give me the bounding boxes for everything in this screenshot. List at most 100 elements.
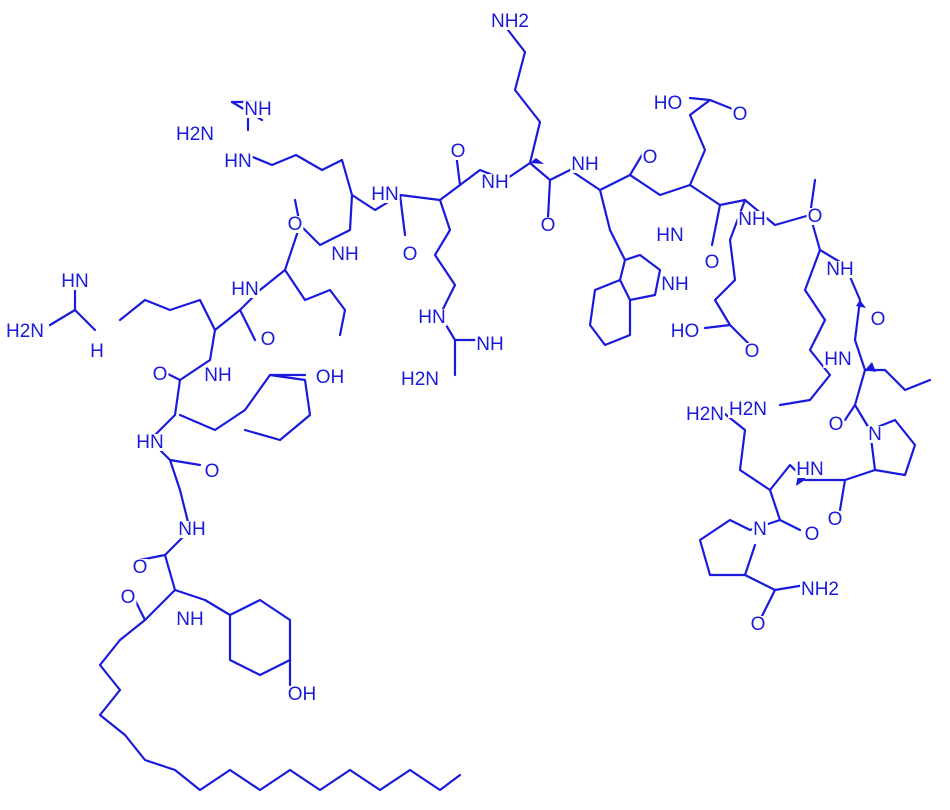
atom-nh-gly2: NH: [177, 519, 207, 540]
atom-ho-glu1: HO: [652, 93, 684, 114]
bond-ile-sidechain: [853, 338, 932, 392]
atom-o1: O: [401, 244, 419, 265]
atom-label-hn-ile: HN: [824, 349, 851, 370]
atom-mask-o7: [731, 106, 749, 124]
atom-labels: NH2HONHH2NHNHNNHNHHNNHHNNHNHNHHNNHH2NHOH…: [4, 11, 887, 705]
atom-n-pro2: N: [752, 519, 768, 540]
atom-label-o7: O: [733, 104, 748, 125]
atom-label-oh-tyr1: OH: [316, 367, 345, 388]
bond-co-3: [546, 178, 552, 220]
atom-ho-glu2: HO: [669, 321, 701, 342]
atom-mask-hn-gly: [135, 434, 165, 452]
atom-mask-nh-lys2: [825, 261, 855, 279]
atom-mask-hn-leu: [230, 281, 260, 299]
atom-label-nh-tyr1: NH: [204, 365, 231, 386]
atom-mask-hn-guan2: [417, 309, 447, 327]
atom-label-o6: O: [808, 206, 823, 227]
atom-mask-o4: [641, 149, 659, 167]
atom-mask-o15: [259, 331, 277, 349]
atom-label-h2n-guan3: H2N: [6, 321, 44, 342]
atom-label-o16: O: [153, 364, 168, 385]
atom-label-nh-gly2: NH: [178, 519, 205, 540]
atom-mask-nh-arg1: [330, 246, 360, 264]
atom-o2: O: [449, 141, 467, 162]
atom-label-hn-guan3: HN: [61, 271, 88, 292]
atom-mask-o9: [869, 311, 887, 329]
atom-mask-hn-arg1: [370, 186, 400, 204]
bond-pro2-ring: [698, 518, 782, 577]
bond-glu1-oh: [688, 96, 712, 102]
atom-label-oh-tyr2: OH: [288, 684, 317, 705]
bond-arg3-sidechain: [118, 298, 217, 332]
atom-label-o4: O: [643, 147, 658, 168]
atom-label-n-pro1: N: [868, 424, 882, 445]
atom-mask-o13: [749, 616, 767, 634]
atom-o13: O: [749, 614, 767, 635]
atom-label-o9: O: [871, 309, 886, 330]
atom-mask-hn-guan3: [60, 273, 90, 291]
atom-label-o10: O: [829, 414, 844, 435]
atom-label-nh-lys2: NH: [826, 259, 853, 280]
atom-hn-trp2: HN: [655, 225, 685, 246]
atom-h2n-guan2: H2N: [399, 369, 441, 390]
atom-mask-o19: [119, 589, 137, 607]
atom-mask-o2: [449, 143, 467, 161]
atom-o12: O: [803, 524, 821, 545]
atom-o15: O: [259, 329, 277, 350]
atom-label-o8: O: [745, 341, 760, 362]
bond-co-7: [843, 403, 857, 422]
atom-mask-nh-tyr2: [175, 611, 205, 629]
atom-mask-nh2-lys1: [489, 13, 531, 31]
atom-label-hn-guan3b: H: [90, 341, 104, 362]
bond-leu-sidechain: [283, 268, 347, 337]
atom-mask-nh-guan2: [475, 336, 505, 354]
bond-trp-indole-5: [598, 188, 662, 302]
atom-label-n-pro2: N: [753, 519, 767, 540]
atom-mask-hn-ile: [823, 351, 853, 369]
bond-co-9: [238, 308, 257, 342]
atom-hn-ile: HN: [823, 349, 853, 370]
atom-nh-tyr1: NH: [203, 365, 233, 386]
atom-mask-n-pro1: [867, 426, 883, 444]
atom-hn-guan3b: H: [89, 341, 105, 362]
atom-oh-tyr2: OH: [286, 684, 318, 705]
atom-label-nh-guan1: NH: [244, 99, 271, 120]
bond-trp-indole-6: [588, 278, 632, 347]
atom-label-hn-trp2: HN: [656, 225, 683, 246]
atom-mask-o18: [131, 559, 149, 577]
atom-mask-oh-tyr2: [286, 686, 318, 704]
atom-label-o2: O: [451, 141, 466, 162]
wedge-lys1: [530, 158, 544, 164]
wedge-lys2: [856, 300, 866, 308]
atom-mask-nh-leu: [480, 174, 510, 192]
atom-o18: O: [131, 557, 149, 578]
atom-hn-leu: HN: [230, 279, 260, 300]
atom-label-nh-indole: NH: [661, 274, 688, 295]
atom-label-nh-leu: NH: [481, 172, 508, 193]
atom-hn-gly: HN: [135, 432, 165, 453]
atom-oh-tyr1: OH: [314, 367, 346, 388]
atom-mask-ho-glu1: [652, 95, 684, 113]
atom-mask-o3: [539, 217, 557, 235]
bond-asn-co: [768, 488, 802, 532]
atom-h2n-asn: H2N: [684, 404, 726, 425]
wedge-ile: [865, 362, 876, 372]
atom-nh-glu2: NH: [737, 209, 767, 230]
atom-nh-guan1: NH: [243, 99, 273, 120]
atom-label-o17: O: [205, 461, 220, 482]
atom-mask-o8: [743, 343, 761, 361]
atom-mask-nh-glu2: [737, 211, 767, 229]
bond-backbone-left: [118, 193, 354, 642]
atom-nh-indole: NH: [660, 274, 690, 295]
atom-label-o12: O: [805, 524, 820, 545]
atom-label-h2n-lys2: H2N: [729, 399, 767, 420]
atom-mask-nh-guan1: [243, 101, 273, 119]
bond-lys1-sidechain: [506, 28, 542, 165]
atom-label-hn-gly: HN: [136, 432, 163, 453]
atom-o10: O: [827, 414, 845, 435]
atom-mask-nh-gly2: [177, 521, 207, 539]
atom-label-o1: O: [403, 244, 418, 265]
bond-pro1-co: [838, 468, 877, 512]
atom-mask-o6: [806, 208, 824, 226]
atom-mask-hn-guan3b: [89, 343, 105, 361]
